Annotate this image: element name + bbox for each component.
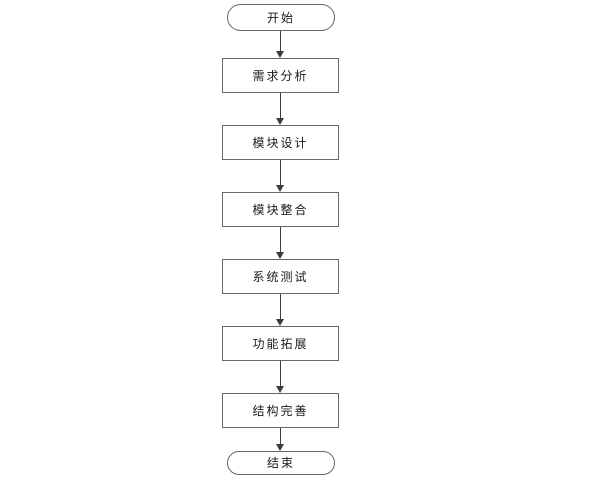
flow-node-requirements-analysis: 需求分析 <box>222 58 339 93</box>
flow-node-module-integration-label: 模块整合 <box>252 202 309 217</box>
flow-arrow-4 <box>276 227 285 259</box>
flow-node-module-design: 模块设计 <box>222 125 339 160</box>
flow-arrow-6 <box>276 361 285 393</box>
flow-node-system-testing-label: 系统测试 <box>252 269 309 284</box>
arrow-down-icon <box>276 444 284 451</box>
flow-node-system-testing: 系统测试 <box>222 259 339 294</box>
flow-node-start: 开始 <box>227 4 335 31</box>
flow-node-end: 结束 <box>227 451 335 475</box>
arrow-down-icon <box>276 252 284 259</box>
arrow-down-icon <box>276 118 284 125</box>
flow-node-feature-expansion-label: 功能拓展 <box>252 336 309 351</box>
arrow-down-icon <box>276 386 284 393</box>
flow-arrow-3 <box>276 160 285 192</box>
arrow-shaft <box>280 428 281 445</box>
arrow-shaft <box>280 31 281 52</box>
arrow-shaft <box>280 227 281 253</box>
arrow-shaft <box>280 93 281 119</box>
arrow-down-icon <box>276 319 284 326</box>
flow-node-start-label: 开始 <box>266 10 295 25</box>
arrow-shaft <box>280 361 281 387</box>
flow-arrow-2 <box>276 93 285 125</box>
flow-node-structure-refinement: 结构完善 <box>222 393 339 428</box>
flow-node-structure-refinement-label: 结构完善 <box>252 403 309 418</box>
arrow-down-icon <box>276 185 284 192</box>
flow-arrow-1 <box>276 31 285 58</box>
flow-arrow-7 <box>276 428 285 451</box>
flow-node-feature-expansion: 功能拓展 <box>222 326 339 361</box>
flow-arrow-5 <box>276 294 285 326</box>
flow-node-requirements-analysis-label: 需求分析 <box>252 68 309 83</box>
flow-node-end-label: 结束 <box>266 456 295 470</box>
arrow-shaft <box>280 160 281 186</box>
arrow-down-icon <box>276 51 284 58</box>
flow-node-module-integration: 模块整合 <box>222 192 339 227</box>
arrow-shaft <box>280 294 281 320</box>
flow-node-module-design-label: 模块设计 <box>252 135 309 150</box>
